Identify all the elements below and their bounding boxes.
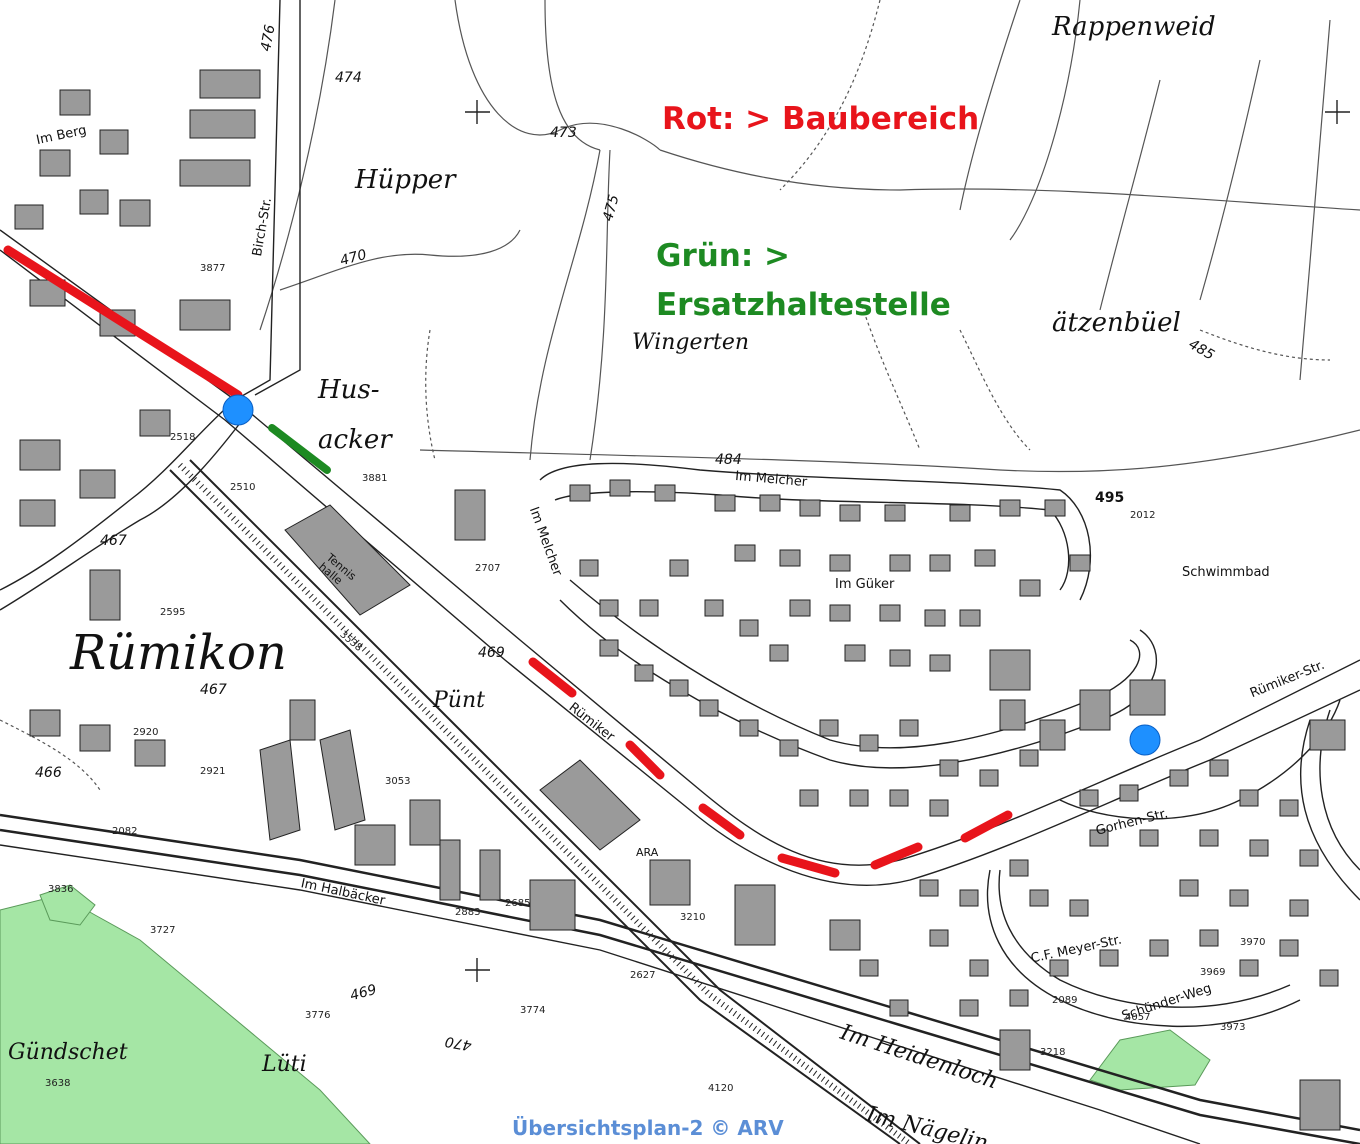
railway <box>0 459 1360 1144</box>
parcel-number: 2920 <box>133 727 159 738</box>
place-name-luti: Lüti <box>262 1052 307 1077</box>
bus-stop-marker[interactable] <box>222 394 254 426</box>
parcel-number: 3053 <box>385 776 411 787</box>
elevation-label: 473 <box>550 125 577 141</box>
parcel-number: 3638 <box>45 1078 71 1089</box>
elevation-label: 484 <box>715 452 742 468</box>
replacement-stop-segment <box>268 424 331 474</box>
elevation-label: 469 <box>478 645 505 661</box>
bus-stop-marker[interactable] <box>1129 724 1161 756</box>
parcel-number: 2089 <box>1052 995 1078 1006</box>
parcel-number: 3969 <box>1200 967 1226 978</box>
bus-stop-markers <box>222 394 1161 756</box>
legend-replacement-stop-value: Ersatzhaltestelle <box>656 287 951 323</box>
construction-zone-segment <box>3 245 243 400</box>
elevation-label: 467 <box>200 682 227 698</box>
place-name-wingerten: Wingerten <box>632 330 750 355</box>
parcel-number: 4057 <box>1125 1012 1151 1023</box>
parcel-number: 4120 <box>708 1083 734 1094</box>
parcel-number: 2883 <box>455 907 481 918</box>
parcel-number: 3210 <box>680 912 706 923</box>
construction-zone-segment <box>870 842 923 870</box>
parcel-number: 2510 <box>230 482 256 493</box>
construction-zone-segment <box>528 657 577 698</box>
replacement-stop-segment-line <box>268 424 331 474</box>
parcel-number: 3774 <box>520 1005 546 1016</box>
legend-replacement-stop-label: Grün: > <box>656 238 791 274</box>
construction-zone-segment <box>960 810 1013 843</box>
parcel-number: 2685 <box>505 898 531 909</box>
parcel-number: 2082 <box>112 826 138 837</box>
construction-zone-segment <box>777 853 840 878</box>
elevation-label: 466 <box>35 765 62 781</box>
parcel-number: 3973 <box>1220 1022 1246 1033</box>
parcel-number: 2707 <box>475 563 501 574</box>
forest-patch-small <box>39 884 96 926</box>
parcel-number: 2627 <box>630 970 656 981</box>
parcel-number: 3776 <box>305 1010 331 1021</box>
parcel-number: 3877 <box>200 263 226 274</box>
parcel-number: 3836 <box>48 884 74 895</box>
construction-zone-segment <box>698 803 745 840</box>
map-caption: Übersichtsplan-2 © ARV <box>512 1116 784 1140</box>
parcel-number: 3970 <box>1240 937 1266 948</box>
parcel-number: 2595 <box>160 607 186 618</box>
construction-zones <box>3 245 1013 878</box>
elevation-label: 467 <box>100 533 127 549</box>
place-name-gundschet: Gündschet <box>8 1040 128 1065</box>
place-name-acker: acker <box>318 425 392 455</box>
buildings <box>14 69 1346 1131</box>
parcel-number: 3881 <box>362 473 388 484</box>
legend-construction-area: Rot: > Baubereich <box>662 101 980 137</box>
parcel-number: 3727 <box>150 925 176 936</box>
small-houses <box>569 479 1339 1017</box>
place-name-hus: Hus- <box>318 375 380 405</box>
parcel-number: 2518 <box>170 432 196 443</box>
place-name-rappenweid: Rappenweid <box>1052 12 1216 42</box>
place-name-ruemikon: Rümikon <box>70 625 287 681</box>
place-name-puent: Pünt <box>433 688 485 713</box>
elevation-label: 474 <box>335 70 362 86</box>
parcel-number: 2012 <box>1130 510 1156 521</box>
grid-crosses <box>465 100 1350 982</box>
facility-label-schwimmbad: Schwimmbad <box>1182 565 1270 580</box>
elevation-label: 495 <box>1095 490 1125 506</box>
forest-patch <box>1089 1029 1211 1091</box>
place-name-huepper: Hüpper <box>355 165 456 195</box>
facility-label-ara: ARA <box>636 846 659 859</box>
place-name-waetzenbuel: ätzenbüel <box>1052 308 1181 338</box>
construction-zone-segment <box>625 740 665 780</box>
parcel-number: 2921 <box>200 766 226 777</box>
parcel-number: 3218 <box>1040 1047 1066 1058</box>
street-label-im-guker: Im Güker <box>835 577 895 592</box>
